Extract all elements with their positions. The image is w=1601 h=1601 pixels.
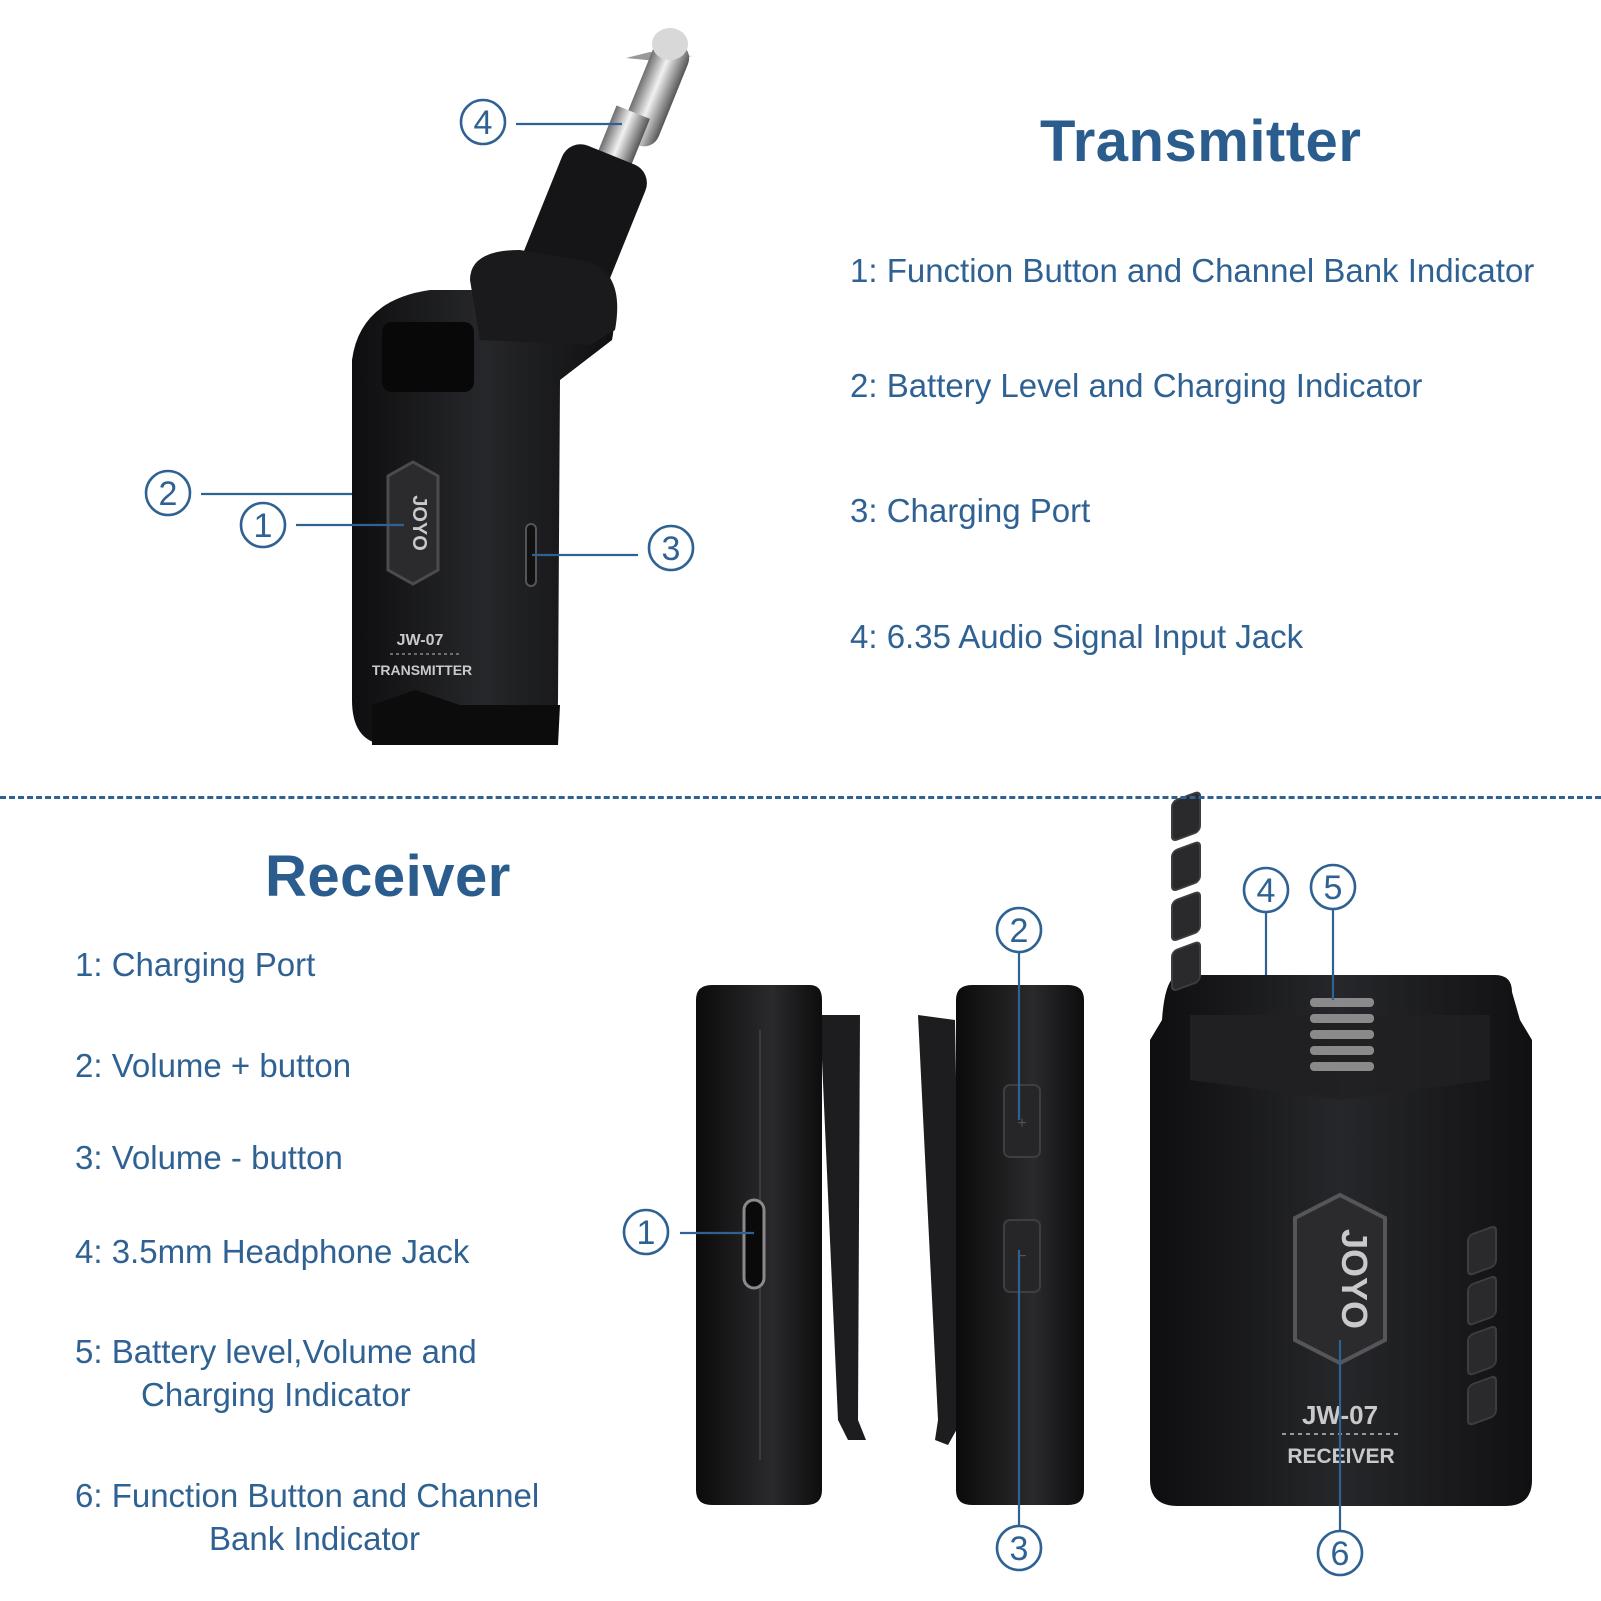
svg-text:5: 5 [1324, 869, 1343, 907]
rx-callout-2: 2 [995, 906, 1043, 1120]
rx-callout-1: 1 [622, 1208, 754, 1256]
receiver-item-5: 5: Battery level,Volume and Charging Ind… [75, 1330, 495, 1416]
svg-text:1: 1 [254, 507, 273, 545]
receiver-item-2: 2: Volume + button [75, 1047, 352, 1084]
indicator-bars [1310, 998, 1374, 1071]
receiver-brand-logo: JOYO [1334, 1229, 1375, 1329]
transmitter-label: TRANSMITTER [372, 662, 472, 678]
tx-callout-4: 4 [459, 98, 622, 146]
svg-text:6: 6 [1331, 1535, 1350, 1573]
function-button [386, 460, 440, 586]
transmitter-brand-logo: JOYO [408, 495, 430, 551]
svg-text:−: − [1017, 1248, 1026, 1265]
section-divider [0, 796, 1601, 799]
receiver-front-view: JOYO JW-07 RECEIVER [1150, 791, 1532, 1506]
svg-text:4: 4 [1257, 872, 1276, 910]
receiver-item-3: 3: Volume - button [75, 1139, 343, 1176]
transmitter-item-4: 4: 6.35 Audio Signal Input Jack [850, 618, 1304, 655]
receiver-item-4: 4: 3.5mm Headphone Jack [75, 1233, 470, 1270]
tx-callout-3: 3 [532, 524, 695, 572]
svg-text:4: 4 [474, 104, 493, 142]
svg-text:2: 2 [159, 475, 178, 513]
receiver-item-1: 1: Charging Port [75, 946, 316, 983]
receiver-item-6-text: 6: Function Button and Channel Bank Indi… [75, 1477, 540, 1557]
rx-callout-6: 6 [1316, 1340, 1364, 1577]
receiver-item-6: 6: Function Button and Channel Bank Indi… [75, 1474, 575, 1560]
transmitter-model: JW-07 [397, 632, 444, 649]
rx-callout-4: 4 [1242, 866, 1290, 975]
tx-callout-2: 2 [144, 469, 352, 517]
receiver-usb-c-port [742, 1198, 766, 1290]
svg-text:1: 1 [637, 1214, 656, 1252]
transmitter-body [352, 290, 614, 745]
tx-callout-1: 1 [239, 501, 404, 549]
volume-plus-button [1003, 1084, 1041, 1158]
volume-minus-button [1003, 1219, 1041, 1293]
rx-callout-3: 3 [995, 1250, 1043, 1572]
svg-text:2: 2 [1010, 912, 1029, 950]
receiver-title: Receiver [265, 844, 511, 909]
receiver-item-5-text: 5: Battery level,Volume and Charging Ind… [75, 1333, 477, 1413]
receiver-side-view-port [696, 985, 866, 1505]
svg-text:+: + [1017, 1115, 1026, 1132]
svg-text:3: 3 [662, 530, 681, 568]
svg-text:3: 3 [1010, 1530, 1029, 1568]
transmitter-item-2: 2: Battery Level and Charging Indicator [850, 367, 1423, 404]
receiver-side-view-buttons: + − [918, 985, 1084, 1505]
transmitter-item-3: 3: Charging Port [850, 492, 1091, 529]
transmitter-device: JOYO JW-07 TRANSMITTER [352, 28, 692, 745]
transmitter-item-1: 1: Function Button and Channel Bank Indi… [850, 252, 1535, 289]
transmitter-title: Transmitter [1040, 109, 1362, 174]
rx-callout-5: 5 [1309, 863, 1357, 1000]
